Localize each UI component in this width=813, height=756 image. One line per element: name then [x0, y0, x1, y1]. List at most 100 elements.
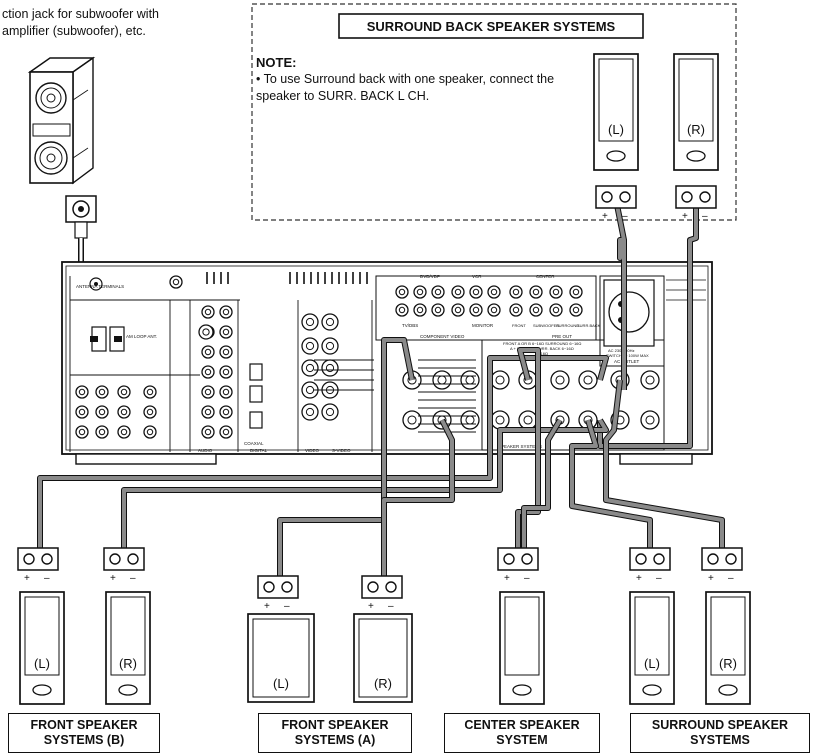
- optical-jack: [249, 363, 263, 381]
- rca-jack: [219, 325, 233, 339]
- label-video: VIDEO: [305, 448, 320, 453]
- front-b-right-terminal: +–: [103, 547, 145, 584]
- terminal-minus-label: –: [656, 573, 662, 584]
- speaker-terminal: [518, 410, 538, 430]
- label-impedance-2: A + B 10~16Ω SURR. BACK 6~16Ω: [510, 346, 574, 351]
- s-video-jack: [321, 337, 339, 355]
- s-video-jack: [301, 337, 319, 355]
- rca-jack: [569, 285, 583, 299]
- speaker-terminal: [640, 410, 660, 430]
- speaker-terminal: [460, 410, 480, 430]
- terminal-minus-label: –: [130, 573, 136, 584]
- rca-jack: [201, 405, 215, 419]
- rca-jack: [201, 385, 215, 399]
- subwoofer-speaker: [27, 56, 96, 185]
- coaxial-jack: [198, 324, 214, 340]
- speaker-terminal: [402, 410, 422, 430]
- surround-back-right-speaker: (R): [673, 53, 719, 171]
- channel-label: (L): [608, 122, 624, 137]
- rca-jack: [487, 303, 501, 317]
- label-surround: SURROUND: [556, 323, 579, 328]
- speaker-terminal: [490, 410, 510, 430]
- surround-right-terminal: +–: [701, 547, 743, 584]
- terminal-plus-label: +: [636, 573, 642, 584]
- channel-label: (R): [119, 656, 137, 671]
- note-body: • To use Surround back with one speaker,…: [256, 72, 555, 103]
- label-front-speaker-systems-a: FRONT SPEAKER SYSTEMS (A): [258, 713, 412, 753]
- terminal-minus-label: –: [284, 601, 290, 612]
- speaker-terminal: [490, 370, 510, 390]
- rca-jack: [487, 285, 501, 299]
- rca-jack: [431, 303, 445, 317]
- s-video-jack: [301, 403, 319, 421]
- rca-jack: [431, 285, 445, 299]
- label-surround-speaker-systems: SURROUND SPEAKER SYSTEMS: [630, 713, 810, 753]
- label-impedance-3: 6~16Ω: [536, 351, 548, 356]
- label-front: FRONT: [512, 323, 526, 328]
- rca-jack: [549, 303, 563, 317]
- surround-back-title: SURROUND BACK SPEAKER SYSTEMS: [367, 19, 616, 34]
- rca-jack: [201, 345, 215, 359]
- label-speaker-systems: SPEAKER SYSTEMS: [498, 444, 542, 449]
- label-antenna: ANTENNA TERMINALS: [76, 284, 124, 289]
- rca-jack: [75, 405, 89, 419]
- front-a-right-terminal: +–: [361, 575, 403, 612]
- rca-jack: [469, 285, 483, 299]
- label-am-loop: AM LOOP ANT.: [126, 334, 157, 339]
- channel-label: (L): [34, 656, 50, 671]
- rca-jack: [75, 385, 89, 399]
- label-audio: AUDIO: [198, 448, 213, 453]
- s-video-jack: [321, 313, 339, 331]
- terminal-plus-label: +: [708, 573, 714, 584]
- speaker-terminal: [550, 370, 570, 390]
- speaker-terminal: [578, 370, 598, 390]
- terminal-plus-label: +: [110, 573, 116, 584]
- channel-label: (L): [644, 656, 660, 671]
- label-pre-out: PRE OUT: [552, 334, 572, 339]
- rca-jack: [395, 285, 409, 299]
- front-b-left-speaker: (L): [19, 591, 65, 705]
- surround-back-right-terminal: +–: [675, 185, 717, 222]
- rca-jack: [143, 405, 157, 419]
- rca-jack: [549, 285, 563, 299]
- speaker-terminal: [460, 370, 480, 390]
- terminal-minus-label: –: [44, 573, 50, 584]
- rca-jack: [569, 303, 583, 317]
- terminal-plus-label: +: [504, 573, 510, 584]
- surround-back-title-box: [338, 13, 644, 39]
- rca-jack: [451, 285, 465, 299]
- rca-jack: [95, 425, 109, 439]
- label-ac-switched: SWITCHED 100W MAX: [606, 353, 649, 358]
- rca-jack: [451, 303, 465, 317]
- surround-back-panel: [251, 3, 737, 221]
- center-speaker: [499, 591, 545, 705]
- rca-jack: [169, 275, 183, 289]
- label-vcr: VCR: [472, 274, 482, 279]
- center-terminal: +–: [497, 547, 539, 584]
- label-monitor: MONITOR: [472, 323, 494, 328]
- rca-jack: [201, 365, 215, 379]
- channel-label: (R): [374, 676, 392, 691]
- terminal-plus-label: +: [264, 601, 270, 612]
- terminal-plus-label: +: [682, 211, 688, 222]
- rca-jack: [95, 385, 109, 399]
- front-a-left-terminal: +–: [257, 575, 299, 612]
- rca-jack: [143, 385, 157, 399]
- label-tv-dbs: TV/DBS: [402, 323, 418, 328]
- optical-jack: [249, 411, 263, 429]
- label-digital: DIGITAL: [250, 448, 268, 453]
- rca-jack: [117, 425, 131, 439]
- rca-jack: [219, 425, 233, 439]
- label-subwoofer: SUBWOOFER: [533, 323, 559, 328]
- front-a-right-speaker: (R): [353, 613, 413, 703]
- speaker-terminal: [432, 370, 452, 390]
- label-component-video: COMPONENT VIDEO: [420, 334, 465, 339]
- surround-left-speaker: (L): [629, 591, 675, 705]
- speaker-terminal: [640, 370, 660, 390]
- rca-jack: [75, 425, 89, 439]
- front-b-right-speaker: (R): [105, 591, 151, 705]
- terminal-minus-label: –: [728, 573, 734, 584]
- rca-jack: [143, 425, 157, 439]
- surround-back-left-speaker: (L): [593, 53, 639, 171]
